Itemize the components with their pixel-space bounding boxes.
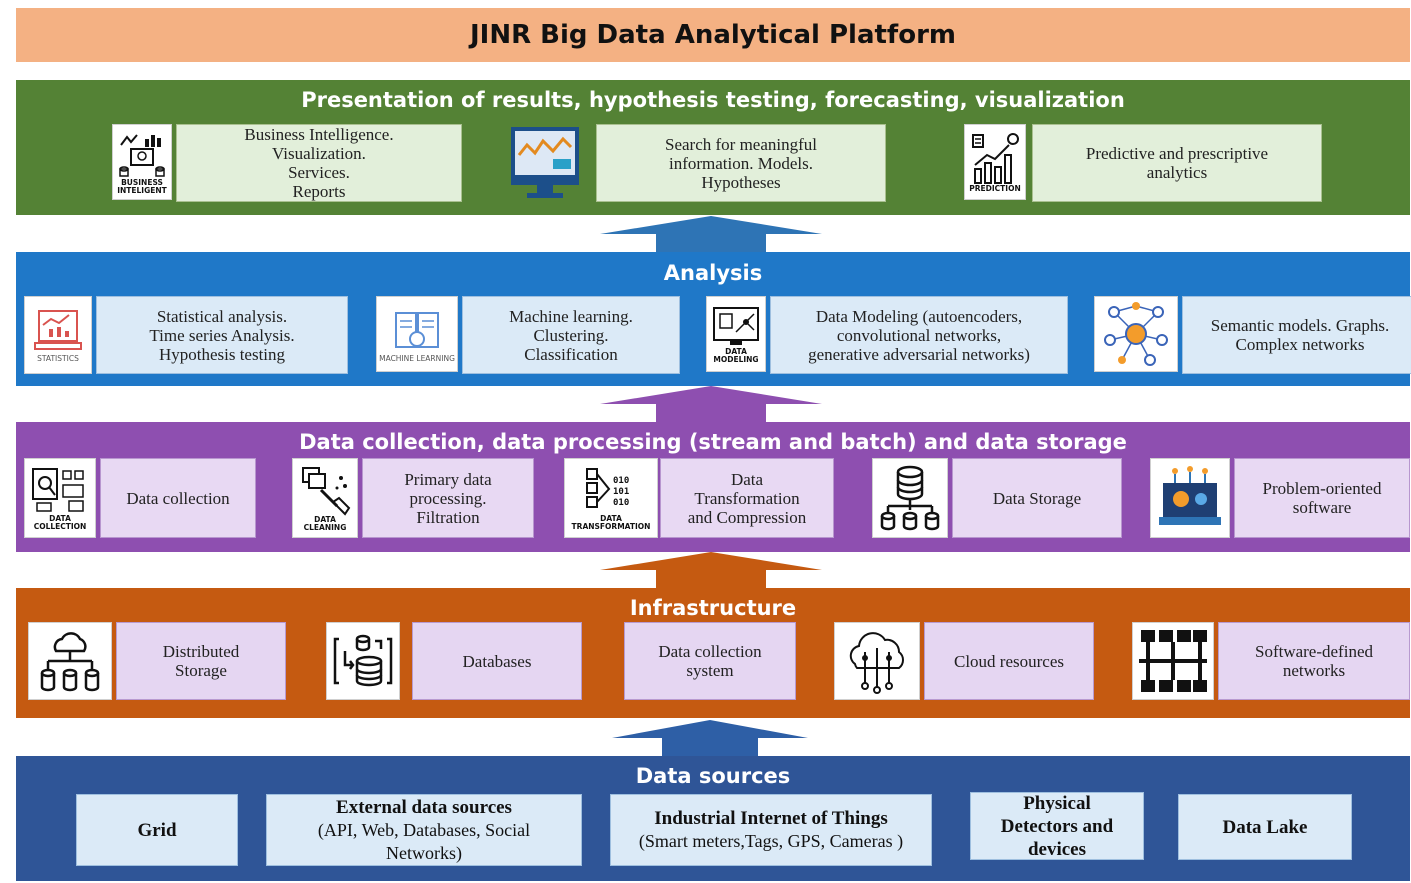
data-lake-box: Data Lake bbox=[1178, 794, 1352, 860]
svg-text:101: 101 bbox=[613, 487, 629, 497]
data-modeling-caption: DATA MODELING bbox=[713, 347, 759, 364]
databases-icon bbox=[326, 622, 400, 700]
primary-processing-box: Primary data processing. Filtration bbox=[362, 458, 534, 538]
svg-text:010: 010 bbox=[613, 476, 629, 486]
grid-box: Grid bbox=[76, 794, 238, 866]
databases-box: Databases bbox=[412, 622, 582, 700]
data-collection-caption: DATA COLLECTION bbox=[33, 514, 87, 531]
cloud-resources-box: Cloud resources bbox=[924, 622, 1094, 700]
title-bar: JINR Big Data Analytical Platform bbox=[16, 8, 1410, 62]
diagram-title: JINR Big Data Analytical Platform bbox=[469, 20, 957, 50]
presentation-layer: Presentation of results, hypothesis test… bbox=[16, 80, 1410, 215]
problem-oriented-software-box: Problem-oriented software bbox=[1234, 458, 1410, 538]
distributed-storage-box: Distributed Storage bbox=[116, 622, 286, 700]
presentation-layer-title: Presentation of results, hypothesis test… bbox=[301, 88, 1125, 112]
physical-detectors-box: Physical Detectors and devices bbox=[970, 792, 1144, 860]
data-cleaning-icon: DATA CLEANING bbox=[292, 458, 358, 538]
data-collection-icon: DATA COLLECTION bbox=[24, 458, 96, 538]
data-sources-layer: Data sources Grid External data sources … bbox=[16, 756, 1410, 881]
infrastructure-layer: Infrastructure Distributed Storage Datab… bbox=[16, 588, 1410, 718]
data-sources-layer-title: Data sources bbox=[635, 764, 791, 788]
data-transformation-box: Data Transformation and Compression bbox=[660, 458, 834, 538]
search-information-box: Search for meaningful information. Model… bbox=[596, 124, 886, 202]
cloud-icon bbox=[834, 622, 920, 700]
statistical-analysis-box: Statistical analysis. Time series Analys… bbox=[96, 296, 348, 374]
business-intelligence-icon: BUSINESS INTELIGENT bbox=[112, 124, 172, 200]
data-collection-layer-title: Data collection, data processing (stream… bbox=[299, 430, 1127, 454]
machine-learning-caption: MACHINE LEARNING bbox=[379, 354, 455, 363]
arrow-up-icon bbox=[600, 386, 822, 424]
statistics-caption: STATISTICS bbox=[37, 354, 79, 363]
machine-learning-box: Machine learning. Clustering. Classifica… bbox=[462, 296, 680, 374]
data-transformation-caption: DATA TRANSFORMATION bbox=[571, 514, 651, 531]
monitor-chart-icon bbox=[508, 124, 582, 202]
arrow-up-icon bbox=[600, 216, 822, 254]
iiot-title: Industrial Internet of Things bbox=[654, 808, 888, 829]
prediction-caption: PREDICTION bbox=[969, 184, 1021, 193]
arrow-up-icon bbox=[600, 552, 822, 590]
semantic-models-box: Semantic models. Graphs. Complex network… bbox=[1182, 296, 1411, 374]
external-sources-title: External data sources bbox=[336, 796, 512, 818]
iiot-box: Industrial Internet of Things (Smart met… bbox=[610, 794, 932, 866]
software-icon bbox=[1150, 458, 1230, 538]
infrastructure-layer-title: Infrastructure bbox=[629, 596, 797, 620]
prediction-icon: PREDICTION bbox=[964, 124, 1026, 200]
data-collection-system-box: Data collection system bbox=[624, 622, 796, 700]
iiot-subtitle: (Smart meters,Tags, GPS, Cameras ) bbox=[638, 831, 904, 851]
predictive-analytics-box: Predictive and prescriptive analytics bbox=[1032, 124, 1322, 202]
external-sources-subtitle: (API, Web, Databases, Social Networks) bbox=[317, 819, 531, 863]
database-storage-icon bbox=[872, 458, 948, 538]
network-icon bbox=[1132, 622, 1214, 700]
data-collection-layer: Data collection, data processing (stream… bbox=[16, 422, 1410, 552]
grid-title: Grid bbox=[137, 819, 177, 841]
external-sources-box: External data sources (API, Web, Databas… bbox=[266, 794, 582, 866]
business-intelligence-box: Business Intelligence. Visualization. Se… bbox=[176, 124, 462, 202]
svg-text:010: 010 bbox=[613, 498, 629, 508]
data-collection-box: Data collection bbox=[100, 458, 256, 538]
machine-learning-icon: MACHINE LEARNING bbox=[376, 296, 458, 372]
ai-network-icon bbox=[1094, 296, 1178, 372]
arrow-up-icon bbox=[612, 720, 808, 756]
analysis-layer-title: Analysis bbox=[663, 261, 763, 285]
data-cleaning-caption: DATA CLEANING bbox=[303, 515, 347, 532]
data-modeling-icon: DATA MODELING bbox=[706, 296, 766, 372]
distributed-storage-icon bbox=[28, 622, 112, 700]
data-transformation-icon: 010 101 010 DATA TRANSFORMATION bbox=[564, 458, 658, 538]
business-intelligence-caption: BUSINESS INTELIGENT bbox=[117, 178, 167, 195]
physical-detectors-title: Physical Detectors and devices bbox=[1000, 792, 1114, 860]
software-defined-networks-box: Software-defined networks bbox=[1218, 622, 1410, 700]
data-modeling-box: Data Modeling (autoencoders, convolution… bbox=[770, 296, 1068, 374]
statistics-icon: STATISTICS bbox=[24, 296, 92, 374]
data-storage-box: Data Storage bbox=[952, 458, 1122, 538]
data-lake-title: Data Lake bbox=[1222, 816, 1308, 838]
analysis-layer: Analysis STATISTICS Statistical analysis… bbox=[16, 252, 1411, 386]
